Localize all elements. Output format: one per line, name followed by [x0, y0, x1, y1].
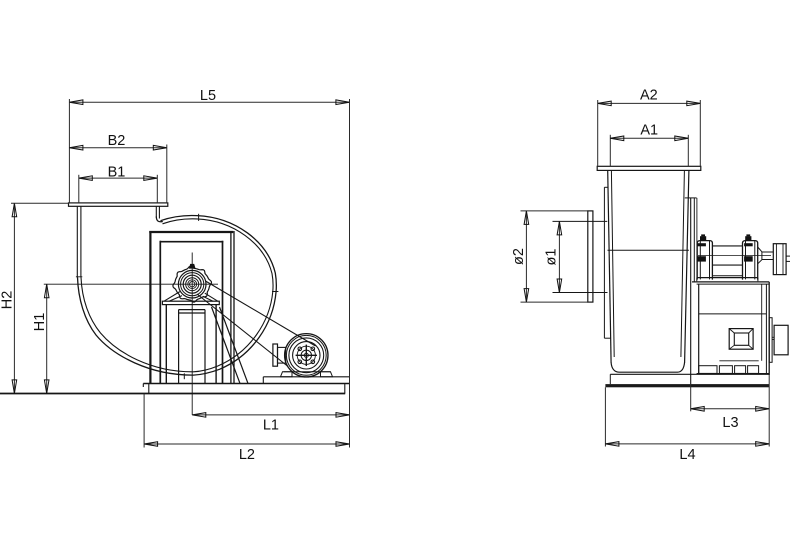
- svg-text:ø1: ø1: [544, 249, 560, 266]
- svg-text:B2: B2: [108, 133, 126, 149]
- svg-text:L1: L1: [263, 418, 279, 434]
- svg-text:B1: B1: [108, 164, 126, 180]
- svg-text:ø2: ø2: [511, 248, 527, 265]
- svg-text:L2: L2: [239, 447, 255, 463]
- svg-text:A1: A1: [640, 122, 658, 138]
- svg-text:A2: A2: [640, 88, 658, 104]
- svg-text:H1: H1: [32, 313, 48, 332]
- svg-text:L5: L5: [200, 88, 216, 104]
- svg-text:L4: L4: [679, 447, 695, 463]
- svg-text:L3: L3: [722, 415, 738, 431]
- svg-text:H2: H2: [0, 291, 16, 310]
